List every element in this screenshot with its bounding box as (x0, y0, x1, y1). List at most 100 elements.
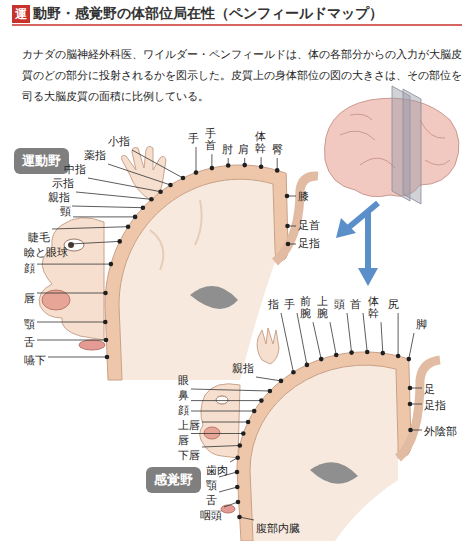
cortex-dot (133, 215, 138, 220)
body-part-label: 瞼と眼球 (24, 246, 68, 259)
arrow-head (336, 218, 356, 238)
cortex-dot (235, 470, 240, 475)
cortex-dot (241, 431, 246, 436)
body-part-label: 小指 (108, 135, 130, 148)
leader-line (191, 411, 254, 412)
cortex-dot (259, 398, 264, 403)
body-part-label: 唇 (178, 434, 189, 447)
body-part-label: 舌 (206, 494, 217, 507)
cortex-dot (319, 357, 324, 362)
cortex-dot (126, 224, 131, 229)
pupil (68, 242, 74, 248)
leader-line (409, 333, 414, 359)
cortex-dot (236, 500, 241, 505)
leader-line (281, 313, 293, 372)
arrow-shaft (365, 212, 371, 270)
leader-line (196, 147, 197, 173)
cortex-dot (268, 389, 273, 394)
leader-line (70, 241, 120, 244)
body-part-label: 顔 (178, 404, 189, 417)
sulcus (190, 286, 238, 309)
body-part-label: 唇 (24, 292, 35, 305)
cortex-dot (286, 242, 291, 247)
cortex-dot (242, 163, 247, 168)
cortex-dot (396, 354, 401, 359)
leader-line (347, 313, 352, 353)
body-part-label: 薬指 (84, 149, 106, 162)
leader-line (202, 446, 240, 448)
intro-text: カナダの脳神経外科医、ワイルダー・ペンフィールドは、体の各部分からの入力が大脳皮… (22, 44, 462, 107)
leader-line (37, 322, 105, 323)
eye (216, 396, 228, 404)
leader-line (330, 322, 336, 355)
body-part-label: 腹部内臓 (256, 522, 300, 535)
cortex-dot (149, 197, 154, 202)
body-part-label: 足指 (298, 237, 320, 250)
body-part-label: 膝 (298, 190, 309, 203)
face-figure (200, 384, 240, 458)
leader-line (88, 178, 161, 192)
cortex-dot (305, 363, 310, 368)
body-part-label: 歯肉 (206, 464, 228, 477)
body-part-label: 睫毛 (28, 231, 50, 244)
area-badge: 運動野 (14, 148, 69, 174)
body-part-label: 足指 (424, 399, 446, 412)
body-part-label: 顎 (24, 318, 35, 331)
cortex-dot (334, 353, 339, 358)
arrow-head (358, 268, 378, 286)
body-part-label: 眼 (178, 374, 189, 387)
cortex-dot (181, 176, 186, 181)
cortex-dot (105, 355, 110, 360)
leader-line (381, 322, 383, 353)
body-part-label: 咽頭 (200, 509, 222, 522)
hand-figure (257, 328, 279, 364)
leader-line (37, 264, 111, 265)
body-part-label: 尻 (388, 298, 399, 311)
node-text: 運 (15, 7, 27, 21)
cortex-dot (291, 370, 296, 375)
node-text: 運動野 (22, 153, 61, 168)
cortex-dot (246, 420, 251, 425)
leader-line (313, 322, 321, 359)
cortex-dot (103, 320, 108, 325)
cortex-dot (235, 455, 240, 460)
body-part-label: 頸 (60, 205, 71, 218)
leader-line (398, 313, 399, 356)
leader-line (202, 422, 248, 423)
cortex-dot (235, 485, 240, 490)
body-part-label: 脚 (416, 318, 427, 331)
cortex-dot (103, 291, 108, 296)
body-part-label: 嚥下 (24, 354, 46, 367)
cortex-dot (194, 170, 199, 175)
cortex-dot (104, 338, 109, 343)
cortex-dot (238, 443, 243, 448)
cortex-dot (381, 351, 386, 356)
cortex-dot (259, 164, 264, 169)
title-mark: 運 (12, 5, 30, 23)
leader-line (76, 192, 151, 199)
cortex-dot (275, 168, 280, 173)
body-part-label: 肩 (238, 143, 249, 156)
cortex-dot (408, 386, 413, 391)
body-part-label: 外陰部 (424, 425, 457, 438)
sulcus (310, 462, 358, 483)
cortex-dot (210, 166, 215, 171)
leader-line (37, 293, 106, 294)
body-part-label: 手 (188, 132, 199, 145)
body-part-label: 舌 (24, 336, 35, 349)
body-part-label: 親指 (232, 362, 254, 375)
body-part-label: 手首 (205, 128, 216, 152)
body-part-label: 手 (284, 298, 295, 311)
leader-line (37, 340, 106, 341)
cortex-dot (252, 409, 257, 414)
title-rule (12, 24, 462, 26)
leader-line (73, 216, 135, 217)
cortex-dot (408, 428, 413, 433)
cortex-dot (285, 194, 290, 199)
body-part-label: 中指 (64, 163, 86, 176)
body-part-label: 臀 (272, 143, 283, 156)
lips (204, 427, 220, 439)
cortex-dot (285, 224, 290, 229)
cortex-dot (279, 379, 284, 384)
